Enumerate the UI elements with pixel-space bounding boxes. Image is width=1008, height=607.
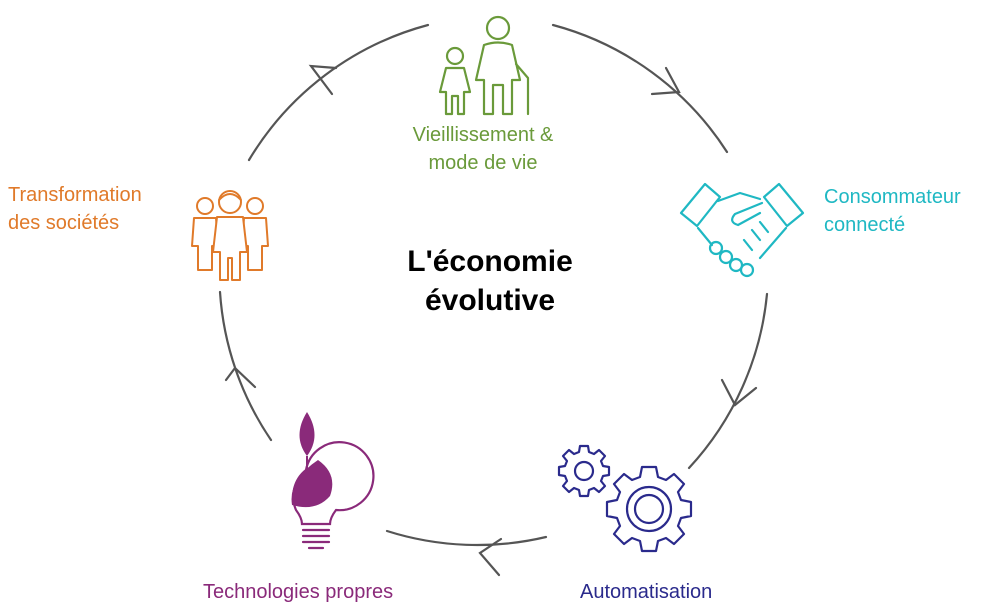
arrowhead-4 [224, 366, 257, 389]
cycle-ring [218, 23, 769, 547]
arrowhead-2 [720, 378, 758, 407]
cycle-arc-4 [218, 290, 273, 442]
label-consommateur: Consommateur connecté [824, 183, 961, 239]
label-transformation-line-2: des sociétés [8, 212, 120, 234]
family-icon [191, 190, 269, 281]
label-transformation: Transformation des sociétés [8, 181, 142, 237]
label-vieillissement: Vieillissement & mode de vie [378, 121, 588, 177]
cycle-arc-5 [247, 23, 430, 162]
arrowhead-3 [478, 537, 503, 577]
label-technologies-line-1: Technologies propres [203, 581, 394, 603]
title-line-2: évolutive [424, 284, 556, 317]
label-vieillissement-line-2: mode de vie [428, 152, 538, 174]
handshake-icon [679, 182, 805, 278]
label-consommateur-line-2: connecté [824, 214, 906, 236]
cycle-arc-1 [551, 23, 729, 154]
label-automatisation: Automatisation [580, 578, 712, 606]
label-transformation-line-1: Transformation [8, 184, 142, 206]
label-consommateur-line-1: Consommateur [824, 186, 961, 208]
cycle-arrows [224, 64, 758, 577]
arrowhead-5 [308, 64, 338, 96]
label-vieillissement-line-1: Vieillissement & [412, 124, 554, 146]
diagram-title: L'économie évolutive [340, 242, 640, 320]
large-gear [605, 465, 693, 553]
gears-icon [557, 444, 693, 553]
label-technologies: Technologies propres [203, 578, 393, 606]
arrowhead-1 [650, 66, 681, 96]
cycle-arc-2 [687, 292, 769, 470]
elder-and-child-icon [438, 15, 530, 116]
small-gear [557, 444, 611, 498]
label-automatisation-line-1: Automatisation [580, 581, 713, 603]
cycle-arc-3 [385, 529, 548, 547]
title-line-1: L'économie [407, 245, 573, 278]
leaf-lightbulb-icon [291, 412, 375, 550]
